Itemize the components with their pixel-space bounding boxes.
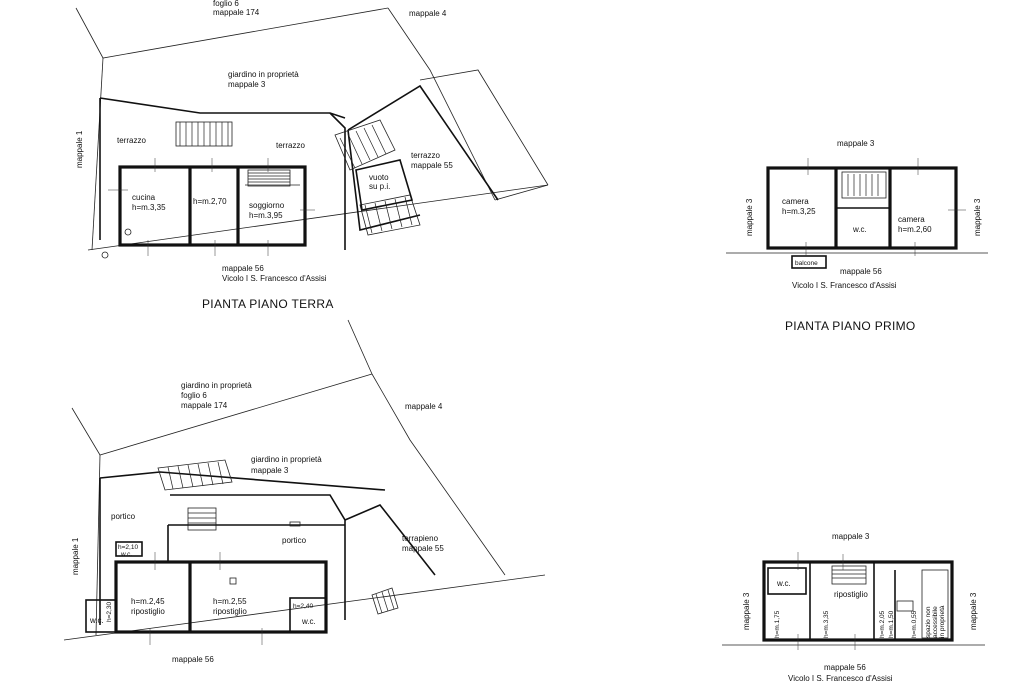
ff-mappale-56-label: mappale 56 (840, 267, 882, 276)
ff-camera-left-label: camera (782, 197, 809, 206)
gf-mappale-4-label: mappale 4 (409, 9, 447, 18)
ax-wc-label: w.c. (776, 579, 791, 588)
gf-title: PIANTA PIANO TERRA (202, 297, 334, 311)
ax-spazio-line3: in proprietà (939, 605, 946, 638)
ff-wc-label: w.c. (852, 225, 867, 234)
gf-giardino-label: giardino in proprietà (228, 70, 299, 79)
stair-first-floor (847, 174, 879, 196)
gf-soggiorno-label: soggiorno (249, 201, 285, 210)
ff-balcone-label: balcone (795, 260, 818, 267)
gf-cucina-height: h=m.3,35 (132, 203, 166, 212)
bs-rip-mid-label: ripostiglio (213, 607, 247, 616)
ax-spazio-line1: spazio non (925, 606, 932, 638)
bs-wc-right-height: h=2,40 (293, 603, 313, 610)
ax-spazio-line2: accessibile (932, 606, 939, 638)
ax-mappale-3-top: mappale 3 (832, 532, 870, 541)
ff-street-label: Vicolo I S. Francesco d'Assisi (792, 281, 897, 290)
gf-cucina-label: cucina (132, 193, 156, 202)
ax-h205: h=m.2,05 (879, 610, 886, 638)
bs-rip-left-label: ripostiglio (131, 607, 165, 616)
bs-wc-right-label: w.c. (301, 617, 316, 626)
stair-basement-right (371, 587, 399, 615)
bs-giardino-2-label: giardino in proprietà (251, 455, 322, 464)
gf-mappale-3-label: mappale 3 (228, 80, 266, 89)
basement-plan: giardino in proprietà foglio 6 mappale 1… (63, 319, 546, 664)
bs-portico-left-label: portico (111, 512, 136, 521)
gf-mappale-174-label: mappale 174 (213, 8, 260, 17)
bs-mappale-1-label: mappale 1 (71, 537, 80, 575)
stair-annex (831, 565, 867, 585)
ff-mappale-3-left: mappale 3 (745, 198, 754, 236)
bs-mappale-4-label: mappale 4 (405, 402, 443, 411)
gf-soggiorno-height: h=m.3,95 (249, 211, 283, 220)
gf-mappale-56-label: mappale 56 (222, 264, 264, 273)
gf-terrazzo-right-label: terrazzo (411, 151, 440, 160)
bs-mappale-3-label: mappale 3 (251, 466, 289, 475)
bs-wc-small-height: h=2,10 (118, 544, 138, 551)
bs-giardino-label: giardino in proprietà (181, 381, 252, 390)
ax-street-label: Vicolo I S. Francesco d'Assisi (788, 674, 893, 682)
stair-ground-left (175, 121, 233, 147)
stair-basement-top (157, 459, 233, 491)
ax-mappale-56-label: mappale 56 (824, 663, 866, 672)
ax-h055: h=m.0,55 (911, 610, 918, 638)
bs-mappale-56-label: mappale 56 (172, 655, 214, 664)
gf-terrazzo-mid-label: terrazzo (276, 141, 305, 150)
ax-h335: h=m.3,35 (823, 610, 830, 638)
stair-ground-mid (247, 169, 291, 187)
gf-vuoto-label: vuoto (369, 173, 389, 182)
ff-camera-right-height: h=m.2,60 (898, 225, 932, 234)
bs-rip-left-height: h=m.2,45 (131, 597, 165, 606)
gf-terrazzo-left-label: terrazzo (117, 136, 146, 145)
ff-mappale-3-right: mappale 3 (973, 198, 982, 236)
bs-wc-left-label: w.c. (89, 616, 104, 625)
bs-wc-small-label: w.c. (120, 551, 132, 558)
bs-mappale-55-label: mappale 55 (402, 544, 444, 553)
ax-ripostiglio-label: ripostiglio (834, 590, 868, 599)
ax-h175: h=m.1,75 (774, 610, 781, 638)
gf-mappale-55-label: mappale 55 (411, 161, 453, 170)
ff-mappale-3-top: mappale 3 (837, 139, 875, 148)
ff-title: PIANTA PIANO PRIMO (785, 319, 916, 333)
gf-vuoto-sub-label: su p.i. (369, 182, 390, 191)
bs-mappale-174-label: mappale 174 (181, 401, 228, 410)
ax-mappale-3-left: mappale 3 (742, 592, 751, 630)
ff-camera-left-height: h=m.3,25 (782, 207, 816, 216)
bs-portico-mid-label: portico (282, 536, 307, 545)
bs-terrapieno-label: terrapieno (402, 534, 439, 543)
annex-plan: mappale 3 mappale 3 mappale 3 w.c. ripos… (722, 532, 985, 682)
gf-mappale-1-label: mappale 1 (75, 130, 84, 168)
gf-corridor-height: h=m.2,70 (193, 197, 227, 206)
ff-camera-right-label: camera (898, 215, 925, 224)
gf-foglio-label: foglio 6 (213, 0, 239, 8)
bs-foglio-label: foglio 6 (181, 391, 207, 400)
ax-h150: h=m.1,50 (888, 610, 895, 638)
ax-mappale-3-right: mappale 3 (969, 592, 978, 630)
gf-street-label: Vicolo I S. Francesco d'Assisi (222, 274, 327, 283)
ground-floor-plan: foglio 6 mappale 174 mappale 4 giardino … (75, 0, 549, 311)
first-floor-plan: mappale 3 mappale 3 mappale 3 camera h=m… (726, 139, 988, 333)
bs-h230-label: h=2,30 (106, 602, 113, 622)
bs-rip-mid-height: h=m.2,55 (213, 597, 247, 606)
stair-basement-mid (187, 507, 217, 531)
